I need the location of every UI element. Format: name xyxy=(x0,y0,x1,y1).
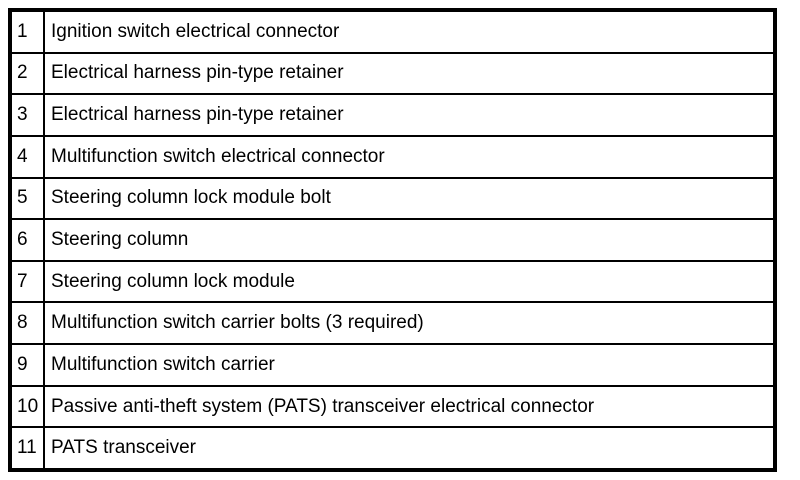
part-number-cell: 2 xyxy=(12,53,45,94)
table-row: 4 Multifunction switch electrical connec… xyxy=(12,134,773,177)
part-description-cell: Electrical harness pin-type retainer xyxy=(51,62,344,84)
part-description-cell: Ignition switch electrical connector xyxy=(51,20,340,42)
part-description-cell: Multifunction switch carrier xyxy=(51,353,275,375)
part-description-cell: Passive anti-theft system (PATS) transce… xyxy=(51,395,595,417)
part-description-cell: Steering column xyxy=(51,229,189,251)
part-number-cell: 11 xyxy=(12,428,45,469)
part-number-cell: 8 xyxy=(12,303,45,344)
part-number-cell: 6 xyxy=(12,220,45,260)
part-number-cell: 4 xyxy=(12,136,45,177)
part-number-cell: 7 xyxy=(12,261,45,302)
part-description-cell: Steering column lock module xyxy=(51,270,295,292)
table-row: 6 Steering column xyxy=(12,218,773,260)
table-row: 3 Electrical harness pin-type retainer xyxy=(12,93,773,135)
parts-legend-table: 1 Ignition switch electrical connector 2… xyxy=(8,8,777,472)
table-row: 5 Steering column lock module bolt xyxy=(12,176,773,219)
table-row: 11 PATS transceiver xyxy=(12,426,773,469)
table-row: 2 Electrical harness pin-type retainer xyxy=(12,51,773,94)
table-row: 1 Ignition switch electrical connector xyxy=(12,12,773,52)
part-number-cell: 5 xyxy=(12,178,45,219)
part-description-cell: PATS transceiver xyxy=(51,437,197,459)
part-description-cell: Multifunction switch electrical connecto… xyxy=(51,145,385,167)
table-row: 9 Multifunction switch carrier xyxy=(12,343,773,385)
table-row: 8 Multifunction switch carrier bolts (3 … xyxy=(12,301,773,344)
part-number-cell: 9 xyxy=(12,345,45,385)
part-number-cell: 3 xyxy=(12,95,45,135)
table-row: 10 Passive anti-theft system (PATS) tran… xyxy=(12,384,773,427)
part-number-cell: 10 xyxy=(12,386,45,427)
part-number-cell: 1 xyxy=(12,12,45,52)
part-description-cell: Multifunction switch carrier bolts (3 re… xyxy=(51,312,424,334)
part-description-cell: Electrical harness pin-type retainer xyxy=(51,104,344,126)
table-row: 7 Steering column lock module xyxy=(12,259,773,302)
part-description-cell: Steering column lock module bolt xyxy=(51,187,331,209)
